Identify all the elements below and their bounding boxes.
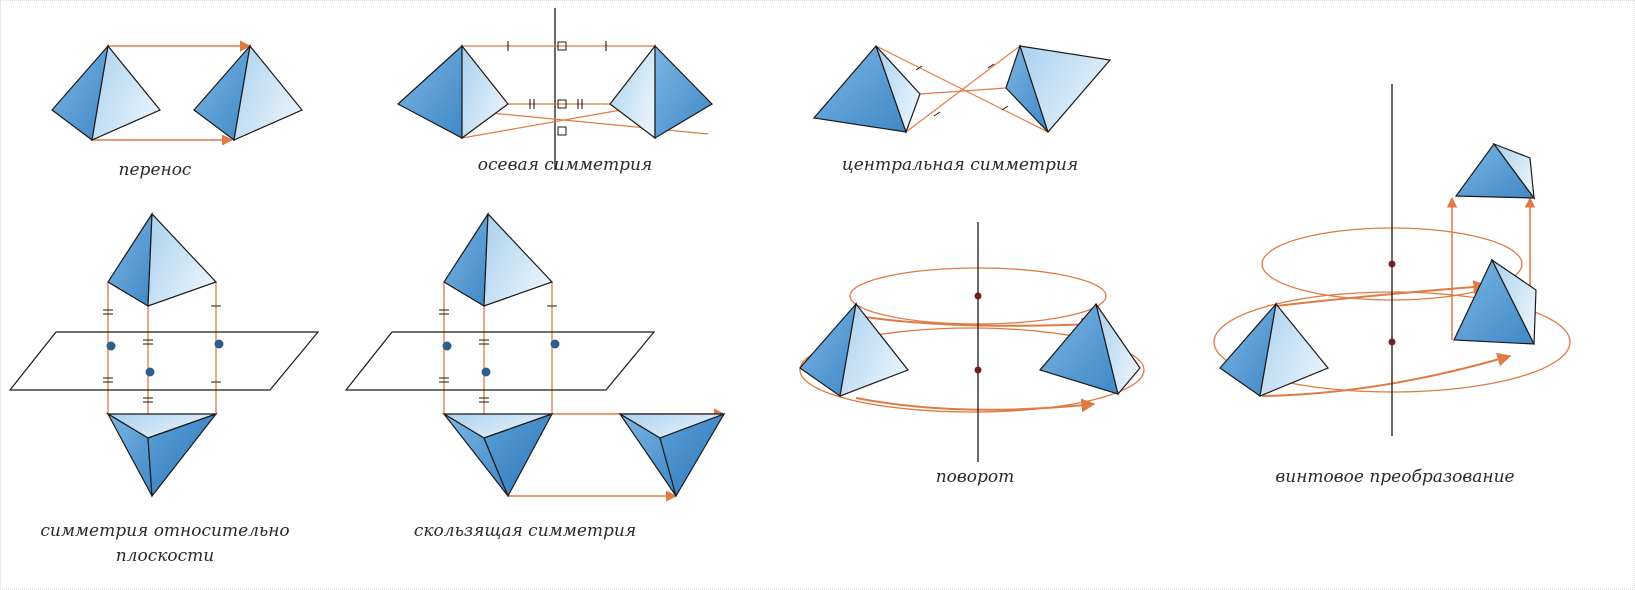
pyramid-left [396,44,509,140]
screw-transformation-figure [1213,84,1571,436]
caption-glide-symmetry: скользящая симметрия [413,521,637,541]
pyramid-rotated [1453,258,1537,345]
axial-symmetry-figure [396,8,713,170]
pyramid-original [1219,301,1329,398]
pyramid-original [51,44,161,142]
plane-symmetry-figure [8,211,320,498]
translation-figure [51,40,303,146]
pyramid-original [799,301,909,398]
pyramid-rotated [1038,302,1141,396]
caption-translation: перенос [118,160,192,180]
central-symmetry-figure [812,44,1112,134]
mirror-plane [344,331,656,391]
caption-plane-symmetry-line1: симметрия относительно [40,521,290,541]
pyramid-bottom [105,412,218,498]
pyramid-left [812,44,921,134]
pyramid-top [107,211,218,308]
caption-screw-transformation: винтовое преобразование [1275,467,1515,487]
pyramid-screwed [1454,142,1536,201]
pyramid-top [443,211,554,308]
caption-plane-symmetry-line2: плоскости [115,546,215,566]
caption-rotation: поворот [935,467,1015,487]
pyramid-translated [193,44,303,142]
caption-central-symmetry: центральная симметрия [841,155,1079,175]
rotation-figure [799,222,1145,462]
caption-axial-symmetry: осевая симметрия [477,155,653,175]
pyramid-right [609,44,713,140]
mirror-plane [8,331,320,391]
glide-symmetry-figure [344,211,726,502]
pyramid-glided [617,412,726,498]
pyramid-reflected [441,412,554,498]
pyramid-right [1005,44,1112,134]
